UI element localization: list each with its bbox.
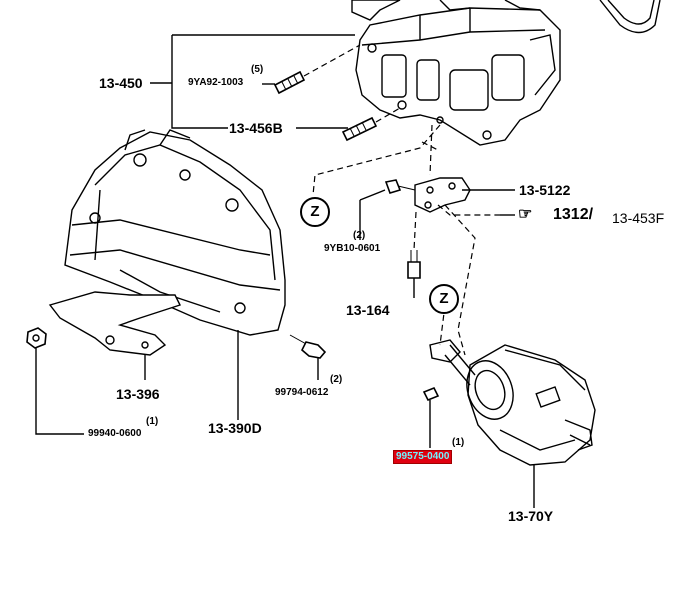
- bolt-9yb10: [384, 179, 416, 194]
- qty-9ya92: (5): [251, 64, 264, 75]
- label-99575-0400-highlighted[interactable]: 99575-0400: [393, 450, 453, 464]
- bracket-13-396: [48, 291, 181, 356]
- label-13-390d: 13-390D: [208, 420, 262, 436]
- manifold-gasket: [351, 0, 561, 146]
- nut-99940: [26, 327, 47, 349]
- qty-99575: (1): [452, 437, 465, 448]
- ref-1312: 1312/: [553, 206, 594, 223]
- heat-insulator-13-390d: [64, 129, 286, 336]
- label-9yb10-0601: 9YB10-0601: [324, 243, 381, 254]
- label-13-70y: 13-70Y: [508, 508, 554, 524]
- stud-13-456b: [341, 116, 378, 142]
- clip-99575: [422, 386, 440, 402]
- z-marker-left: Z: [300, 197, 330, 227]
- label-13-396: 13-396: [116, 386, 160, 402]
- z-marker-right: Z: [429, 284, 459, 314]
- label-99940-0600: 99940-0600: [88, 428, 142, 439]
- label-13-456b: 13-456B: [229, 120, 283, 136]
- qty-99794: (2): [330, 374, 343, 385]
- stud-9ya92: [273, 70, 306, 95]
- label-9ya92-1003: 9YA92-1003: [188, 77, 244, 88]
- actuator-13-70y: [429, 339, 596, 466]
- ref-13-453f: 13-453F: [612, 210, 665, 226]
- qty-9yb10: (2): [353, 230, 366, 241]
- label-13-5122: 13-5122: [519, 182, 571, 198]
- bracket-13-5122: [414, 177, 471, 213]
- bolt-13-164: [407, 250, 421, 279]
- hand-pointer-icon: ☞: [518, 206, 533, 223]
- label-13-450: 13-450: [99, 75, 143, 91]
- label-99794-0612: 99794-0612: [275, 387, 329, 398]
- qty-99940: (1): [146, 416, 159, 427]
- label-13-164: 13-164: [346, 302, 390, 318]
- upper-right-part-fragment: [599, 0, 661, 34]
- bolt-99794: [289, 334, 327, 359]
